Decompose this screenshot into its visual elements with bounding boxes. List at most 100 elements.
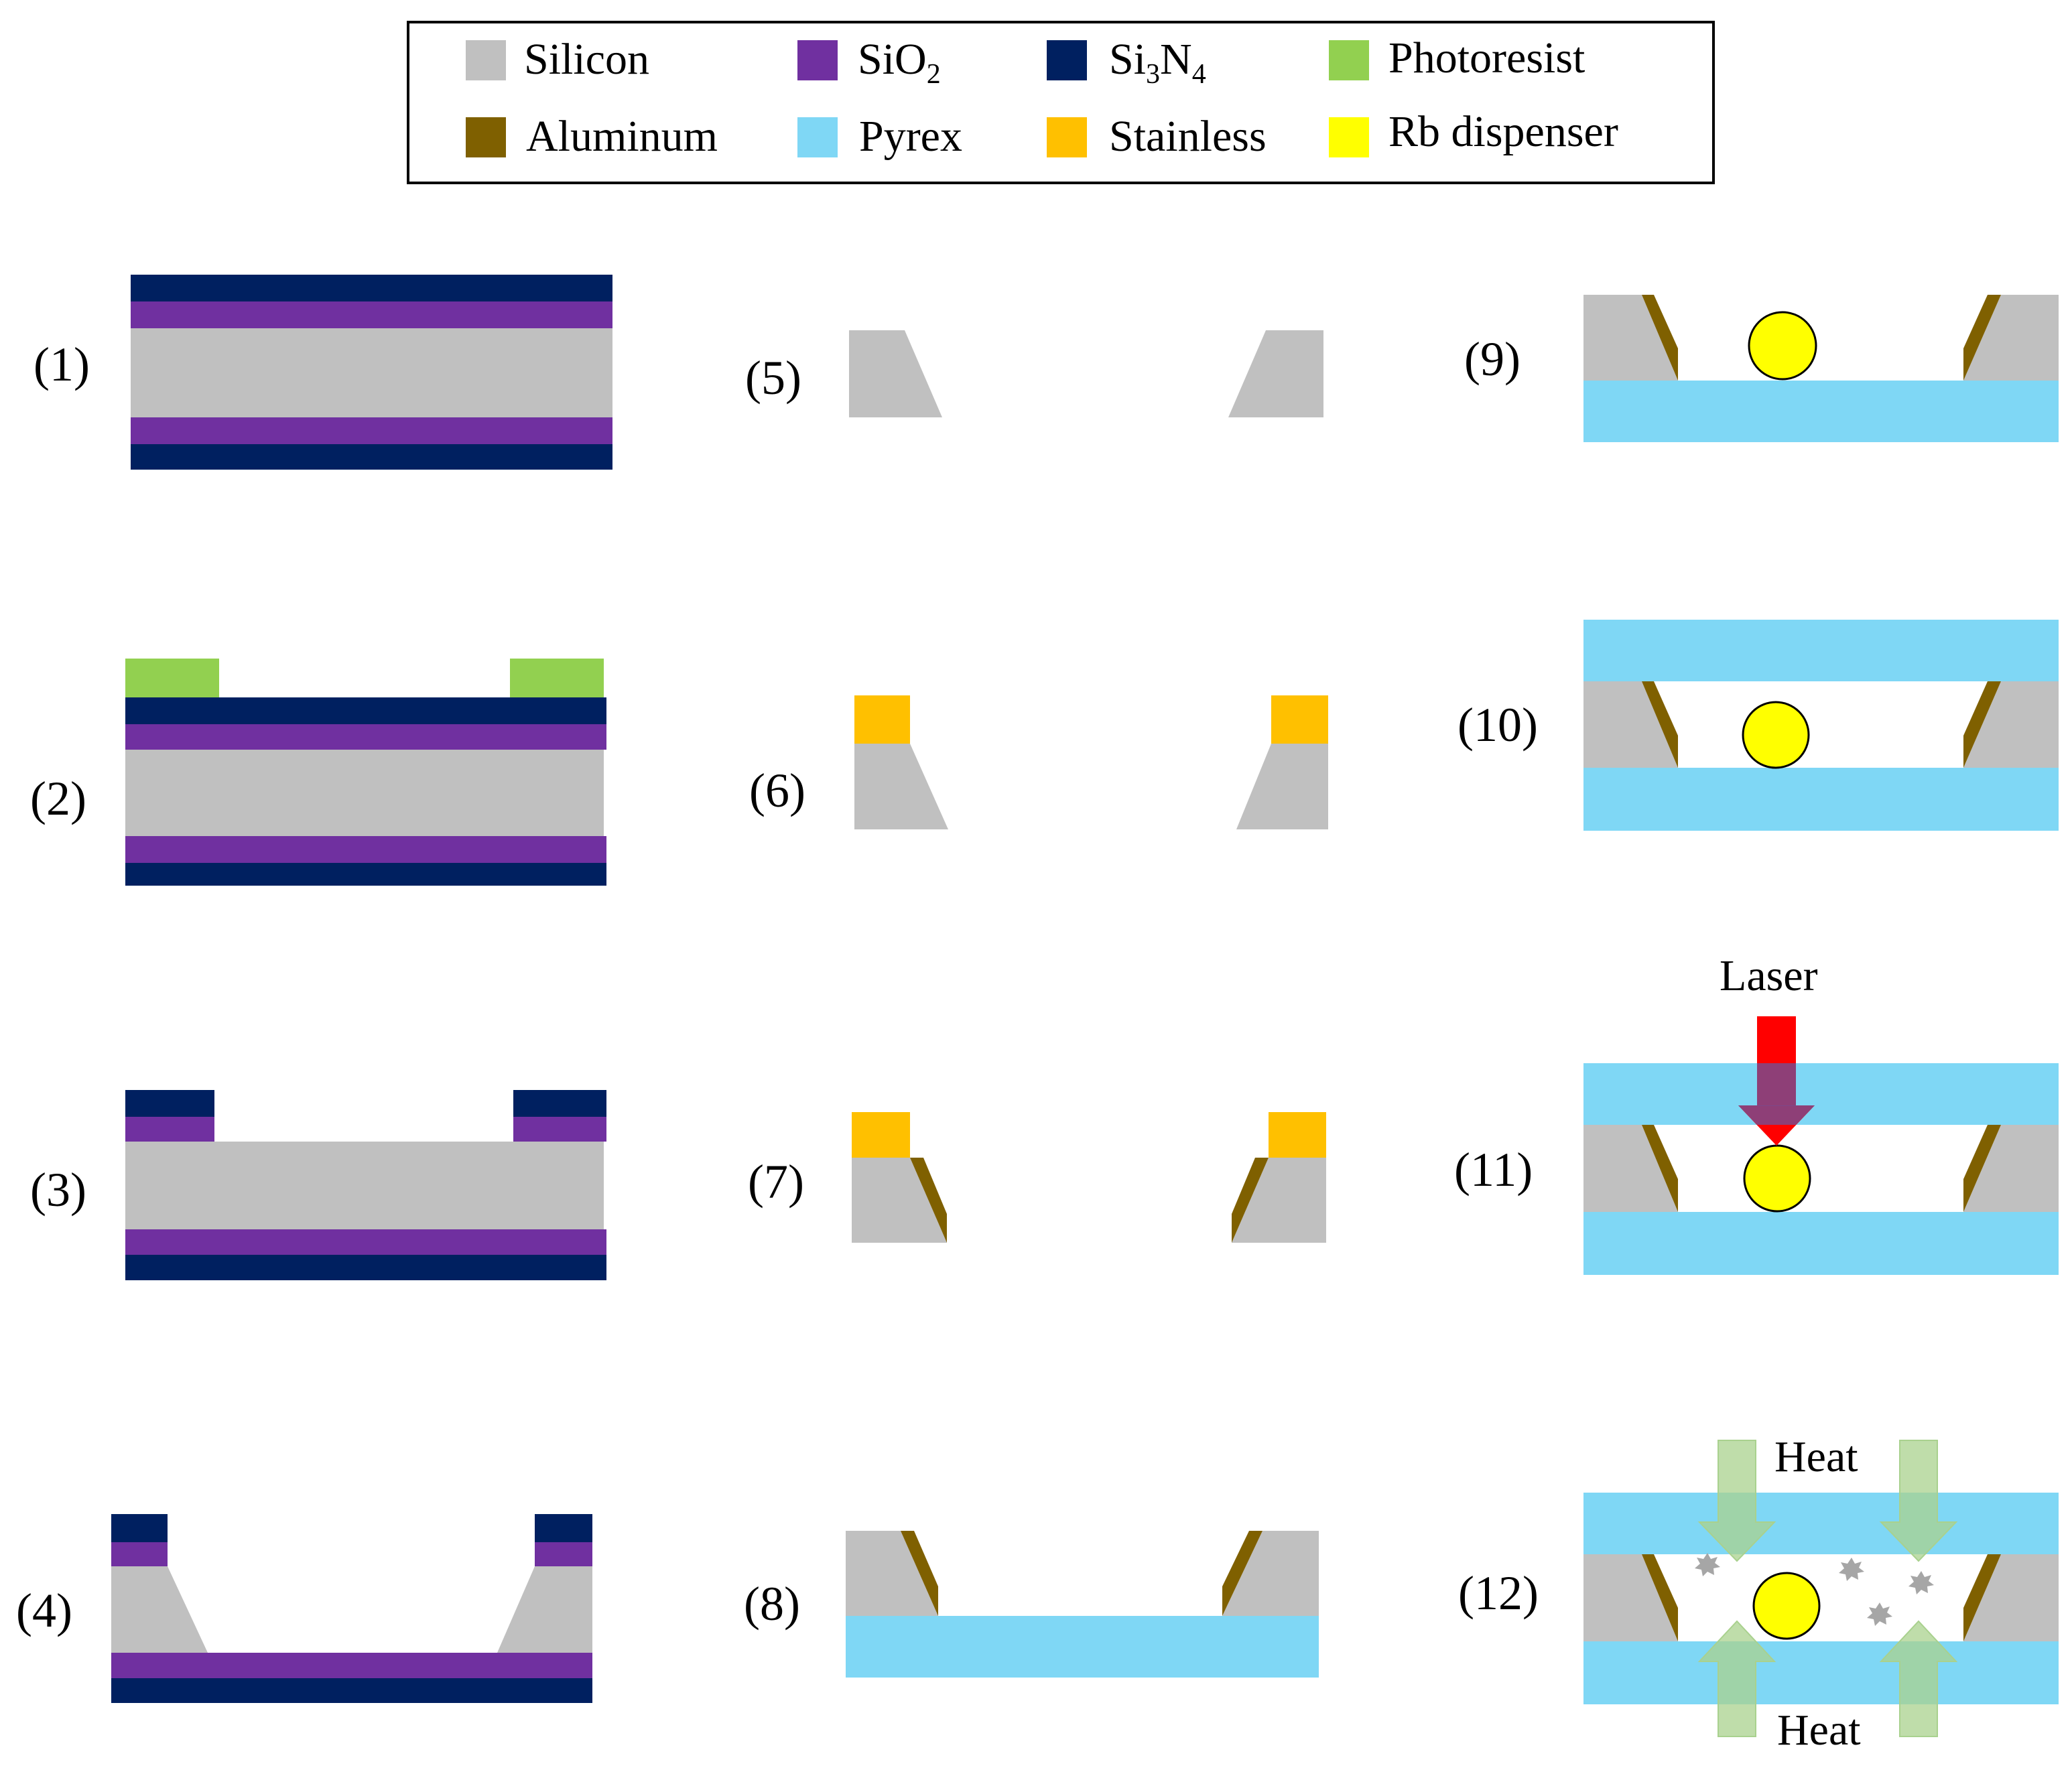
legend: Silicon SiO2 Si3N4 Photoresist Aluminum … [407,21,1715,184]
silicon-wafer [125,750,604,836]
sio2-top [131,301,612,328]
step-label-9: (9) [1464,332,1520,386]
laser-arrow [1738,1016,1815,1146]
legend-swatch-aluminum [466,117,506,157]
legend-label-aluminum: Aluminum [526,112,718,161]
step-6: (6) [749,695,1328,829]
legend-label-si3n4: Si3N4 [1109,35,1206,90]
silicon-frame-right [1228,330,1323,417]
heat-arrow-top-left [1697,1440,1776,1562]
step-1: (1) [34,275,612,470]
silicon-frame-left [1583,681,1678,768]
legend-swatch-sio2 [797,40,838,80]
legend-label-stainless: Stainless [1109,112,1267,161]
silicon-frame-left [852,1158,947,1243]
legend-label-rb-dispenser: Rb dispenser [1388,107,1618,156]
photoresist-left [125,659,219,697]
sio2-right-mask [513,1117,606,1142]
silicon-frame-left [1583,1554,1678,1641]
heat-label-top: Heat [1774,1432,1858,1481]
step-4: (4) [16,1514,592,1703]
sio2-bottom [125,1229,606,1255]
step-label-5: (5) [745,351,801,405]
silicon-left-etched [111,1566,208,1653]
si3n4-left-mask [125,1090,214,1117]
step-label-2: (2) [30,772,86,825]
step-5: (5) [745,330,1323,417]
heat-arrows [1697,1440,1958,1737]
laser-label: Laser [1720,951,1818,1000]
legend-swatch-silicon [466,40,506,80]
pyrex-bottom [846,1616,1319,1678]
step-label-1: (1) [34,338,90,391]
sio2-right-mask [535,1542,592,1566]
step-11: Laser (11) [1454,951,2059,1275]
heat-label-bottom: Heat [1777,1706,1861,1755]
sio2-bottom [131,417,612,444]
stainless-mask-right [1271,695,1328,744]
heat-arrow-bottom-left [1697,1620,1776,1737]
laser-arrow-shaft-overlap [1757,1063,1796,1106]
si3n4-bottom [125,1255,606,1280]
step-label-11: (11) [1454,1143,1533,1197]
rb-dispenser [1743,1144,1811,1213]
sio2-left-mask [125,1117,214,1142]
silicon-frame-right [1963,1125,2059,1212]
pyrex-top [1583,1063,2059,1125]
pyrex-bottom [1583,1641,2059,1704]
photoresist-right [510,659,604,697]
rb-vapor-particle [1908,1571,1934,1594]
laser-arrow-head-overlap [1738,1105,1815,1125]
step-label-10: (10) [1458,698,1538,752]
stainless-mask-right [1269,1112,1326,1158]
step-7: (7) [748,1112,1326,1243]
si3n4-bottom [131,444,612,470]
step-label-8: (8) [744,1577,800,1631]
silicon-frame-left [846,1531,938,1616]
step-12: Heat Heat (12) [1458,1432,2059,1755]
silicon-frame-left [1583,295,1678,381]
aluminum-sidewall-left [1642,1554,1678,1641]
sio2-top [125,724,606,750]
legend-label-silicon: Silicon [524,35,649,84]
aluminum-sidewall-right [1963,1125,2001,1212]
heat-arrow-bottom-right [1879,1620,1958,1737]
legend-swatch-rb-dispenser [1329,117,1369,157]
silicon-wafer [125,1142,604,1229]
step-3: (3) [30,1090,606,1280]
heat-arrow-top-right [1879,1440,1958,1562]
step-label-7: (7) [748,1155,804,1209]
rb-vapor-particle [1695,1553,1720,1576]
legend-label-photoresist: Photoresist [1388,33,1585,82]
si3n4-bottom [125,863,606,886]
aluminum-sidewall-right [1963,295,2001,381]
aluminum-sidewall-left [901,1531,938,1616]
silicon-right-etched [497,1566,592,1653]
step-8: (8) [744,1531,1319,1678]
si3n4-bottom [111,1678,592,1703]
silicon-wafer [131,328,612,417]
pyrex-bottom [1583,381,2059,442]
stainless-mask-left [854,695,910,744]
aluminum-sidewall-right [1963,1554,2001,1641]
step-label-12: (12) [1458,1566,1539,1620]
rb-dispenser [1748,311,1817,381]
rb-dispenser [1742,701,1810,769]
sio2-bottom [111,1653,592,1678]
rb-vapor-particle [1867,1602,1892,1626]
step-9: (9) [1464,295,2059,442]
rb-dispenser [1752,1572,1821,1640]
silicon-frame-right [1222,1531,1319,1616]
sio2-left-mask [111,1542,168,1566]
sio2-bottom [125,836,606,863]
step-10: (10) [1458,620,2059,831]
legend-swatch-stainless [1047,117,1087,157]
step-label-4: (4) [16,1584,72,1637]
silicon-frame-right [1232,1158,1326,1243]
pyrex-bottom [1583,1212,2059,1275]
si3n4-right-mask [513,1090,606,1117]
stainless-mask-left [852,1112,910,1158]
si3n4-right-mask [535,1514,592,1542]
aluminum-sidewall-left [910,1158,947,1243]
